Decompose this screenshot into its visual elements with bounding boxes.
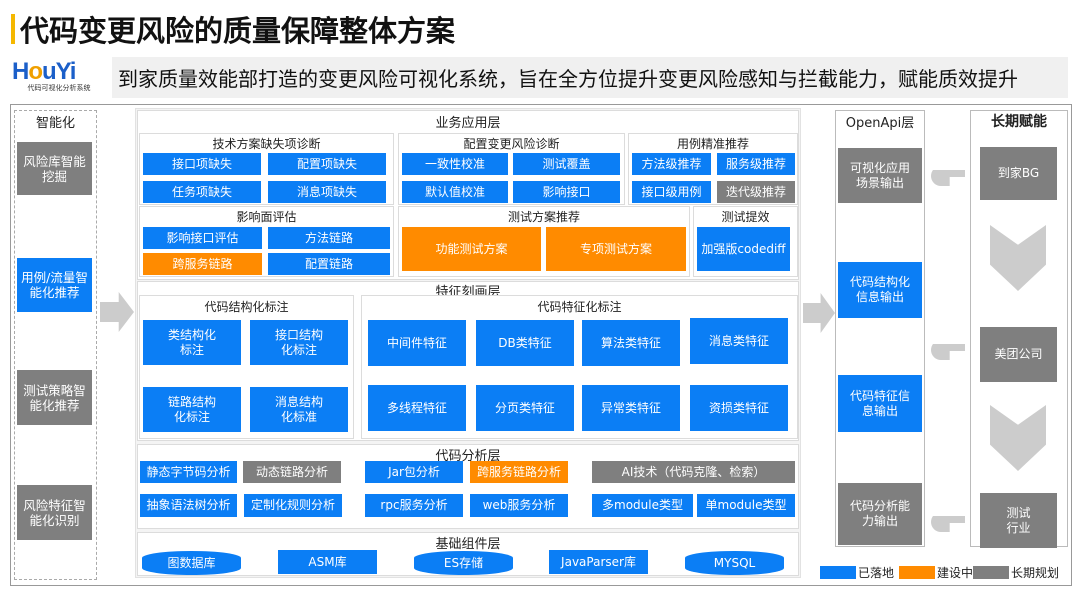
analysis-layer-title: 代码分析层	[435, 449, 501, 464]
page-title: 代码变更风险的质量保障整体方案	[20, 14, 456, 48]
risk-lib-mining: 风险库智能挖掘	[17, 142, 92, 195]
item: 消息类特征	[690, 318, 788, 364]
group-title: 配置变更风险诊断	[463, 137, 560, 151]
javaparser-lib: JavaParser库	[549, 550, 648, 574]
base-layer-title: 基础组件层	[435, 537, 501, 552]
item: 中间件特征	[368, 320, 466, 366]
item: 加强版codediff	[697, 227, 790, 271]
group-title: 技术方案缺失项诊断	[212, 137, 321, 151]
legend-label: 长期规划	[1011, 566, 1060, 580]
legend-swatch-building	[899, 566, 936, 579]
item: 配置链路	[268, 253, 390, 275]
asm-lib: ASM库	[278, 550, 377, 574]
intelligence-label: 智能化	[35, 116, 75, 131]
logo-tagline: 代码可视化分析系统	[27, 84, 91, 92]
item: 消息项缺失	[268, 181, 386, 203]
empower-item: 测试行业	[980, 493, 1057, 548]
biz-layer-title: 业务应用层	[435, 116, 501, 131]
item: 静态字节码分析	[140, 461, 237, 483]
group-title: 测试提效	[721, 210, 770, 224]
title-accent-bar	[11, 14, 15, 44]
group-title: 代码特征化标注	[537, 300, 622, 314]
openapi-item: 可视化应用场景输出	[838, 148, 922, 203]
item: 功能测试方案	[402, 227, 541, 271]
item: 资损类特征	[690, 385, 788, 431]
empower-item: 到家BG	[980, 147, 1057, 200]
item: 方法级推荐	[632, 153, 711, 175]
legend-label: 已落地	[858, 566, 895, 580]
legend-label: 建设中	[937, 566, 974, 580]
item: 一致性校准	[402, 153, 508, 175]
subtitle-bar: 到家质量效能部打造的变更风险可视化系统，旨在全方位提升变更风险感知与拦截能力，赋…	[112, 57, 1068, 98]
item: 链路结构化标注	[143, 387, 241, 432]
item: 接口级用例	[632, 181, 711, 203]
test-strategy-recommend: 测试策略智能化推荐	[17, 370, 92, 425]
risk-feature-identify: 风险特征智能化识别	[17, 485, 92, 540]
es-storage: ES存储	[414, 551, 513, 575]
item: 抽象语法树分析	[140, 494, 237, 517]
openapi-item: 代码特征信息输出	[838, 375, 922, 432]
item: 默认值校准	[402, 181, 508, 203]
item: 影响接口评估	[143, 227, 262, 249]
item: 测试覆盖	[513, 153, 620, 175]
item: 类结构化标注	[143, 320, 241, 365]
item: 接口结构化标注	[250, 320, 348, 365]
item: 算法类特征	[582, 320, 680, 366]
item: 跨服务链路分析	[470, 461, 568, 483]
item: 单module类型	[697, 494, 795, 517]
legend-swatch-planned	[973, 566, 1010, 579]
graph-db: 图数据库	[142, 551, 241, 575]
item: web服务分析	[470, 494, 568, 517]
item: AI技术（代码克隆、检索）	[592, 461, 795, 483]
openapi-item: 代码结构化信息输出	[838, 262, 922, 318]
item: 分页类特征	[476, 385, 574, 431]
group-title: 测试方案推荐	[507, 210, 580, 224]
logo: HouYi 代码可视化分析系统	[12, 58, 106, 98]
item: 多module类型	[592, 494, 693, 517]
item: 多线程特征	[368, 385, 466, 431]
item: 接口项缺失	[143, 153, 261, 175]
item: 动态链路分析	[243, 461, 341, 483]
item: 任务项缺失	[143, 181, 261, 203]
case-traffic-recommend: 用例/流量智能化推荐	[17, 258, 92, 312]
item: 定制化规则分析	[244, 494, 342, 517]
group-title: 影响面评估	[236, 210, 297, 224]
subtitle: 到家质量效能部打造的变更风险可视化系统，旨在全方位提升变更风险感知与拦截能力，赋…	[118, 67, 1018, 91]
item: 迭代级推荐	[717, 181, 795, 203]
group-title: 代码结构化标注	[204, 300, 289, 314]
item: 服务级推荐	[717, 153, 795, 175]
item: 异常类特征	[582, 385, 680, 431]
empower-item: 美团公司	[980, 327, 1057, 382]
item: 方法链路	[268, 227, 390, 249]
item: rpc服务分析	[365, 494, 463, 517]
legend: 已落地 建设中 长期规划	[820, 564, 1059, 581]
item: 跨服务链路	[143, 253, 262, 275]
item: 配置项缺失	[268, 153, 386, 175]
main-frame	[10, 104, 1072, 586]
intelligence-column	[14, 110, 97, 580]
openapi-item: 代码分析能力输出	[838, 483, 922, 545]
group-title: 用例精准推荐	[676, 137, 749, 151]
item: Jar包分析	[365, 461, 463, 483]
item: DB类特征	[476, 320, 574, 366]
legend-swatch-landed	[820, 566, 856, 579]
item: 专项测试方案	[546, 227, 686, 271]
item: 影响接口	[513, 181, 620, 203]
empower-title: 长期赋能	[991, 114, 1047, 130]
openapi-title: OpenApi层	[845, 116, 915, 131]
mysql: MYSQL	[685, 551, 784, 575]
item: 消息结构化标准	[250, 387, 348, 432]
